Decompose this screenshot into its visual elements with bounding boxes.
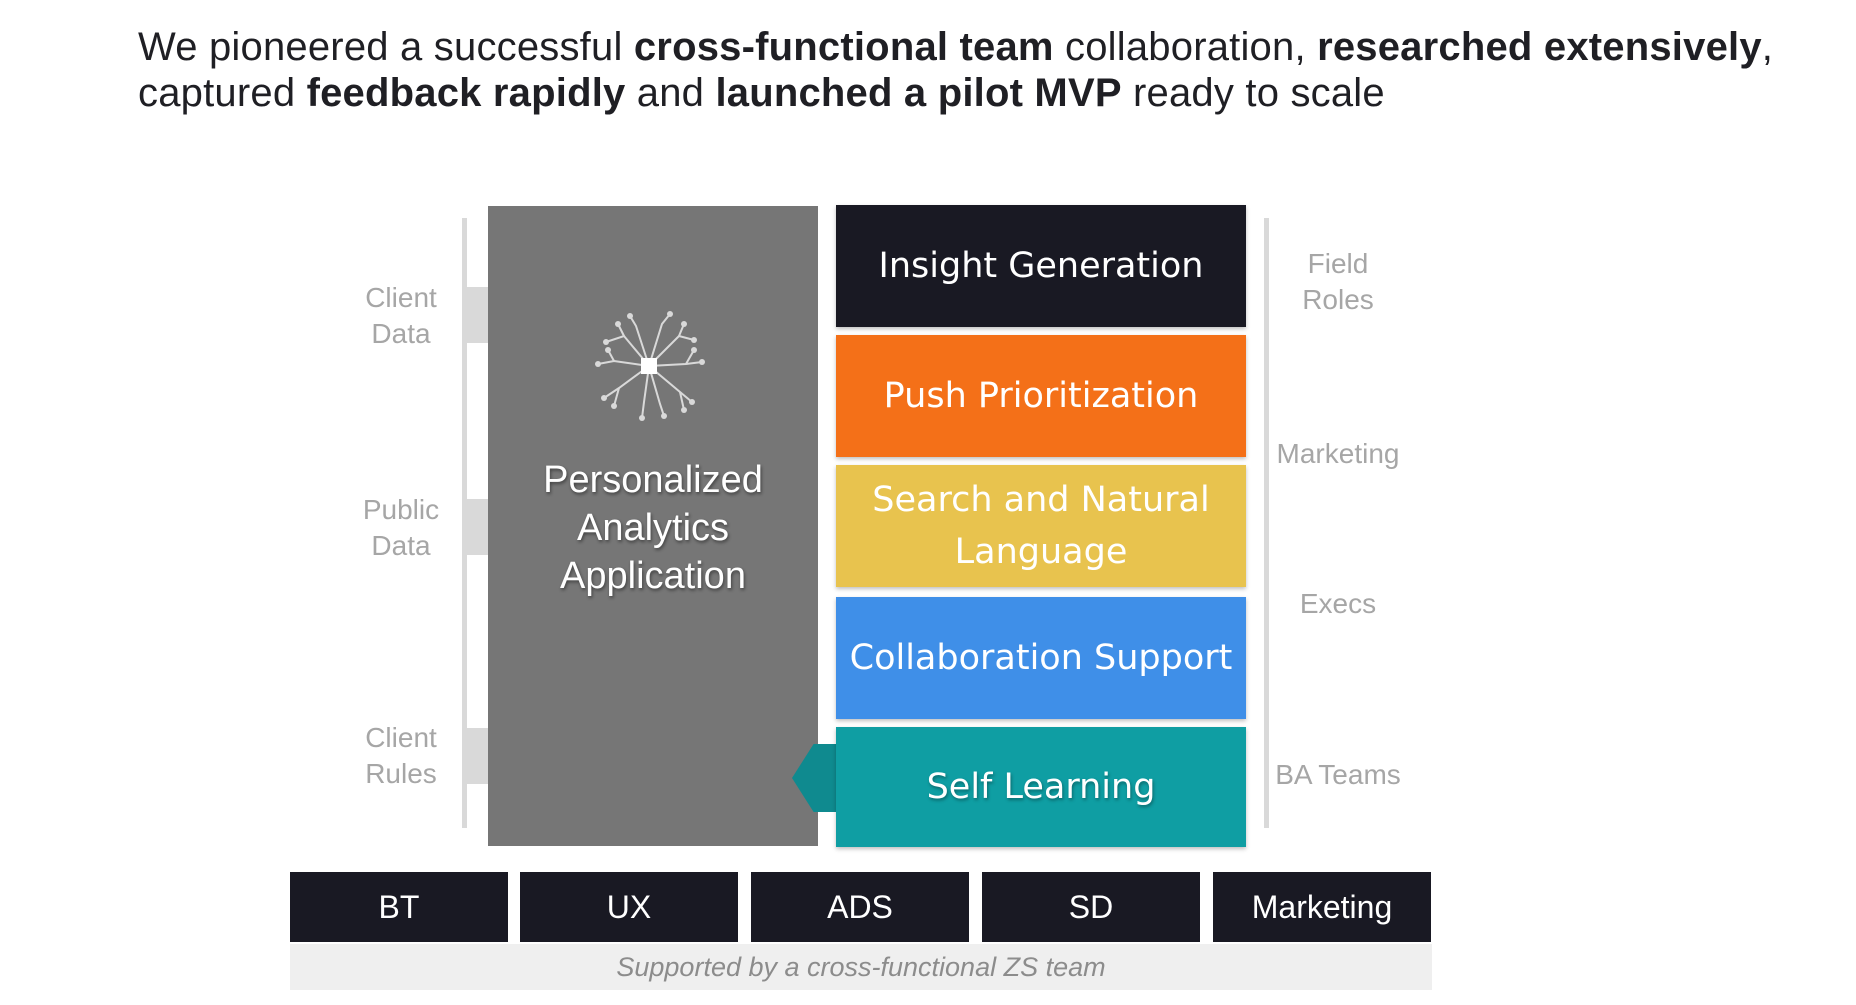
personalized-analytics-application-box: Personalized Analytics Application — [488, 206, 818, 846]
input-label-public-data: Public Data — [362, 494, 440, 561]
headline-text-5: ready to scale — [1121, 71, 1385, 115]
team-ads: ADS — [751, 872, 969, 942]
support-caption: Supported by a cross-functional ZS team — [290, 944, 1432, 990]
team-bt: BT — [290, 872, 508, 942]
headline-bold-3: feedback rapidly — [306, 71, 626, 115]
team-ux: UX — [520, 872, 738, 942]
input-label-client-rules: Client Rules — [365, 722, 437, 789]
capability-self-learning: Self Learning — [836, 727, 1246, 847]
headline-bold-1: cross-functional team — [633, 25, 1054, 69]
headline-text-3: , captured — [138, 25, 1774, 115]
headline-bold-2: researched extensively — [1317, 25, 1762, 69]
headline-text-2: collaboration, — [1053, 25, 1318, 69]
audience-ba-teams: BA Teams — [1275, 759, 1401, 790]
input-label-client-data: Client Data — [365, 282, 437, 349]
capability-collaboration-support: Collaboration Support — [836, 597, 1246, 719]
headline-text-1: We pioneered a successful — [138, 25, 634, 69]
audience-divider-line — [1264, 218, 1269, 828]
headline-text-4: and — [625, 71, 716, 115]
audience-marketing: Marketing — [1276, 438, 1400, 469]
audience-field-roles: Field Roles — [1302, 248, 1374, 315]
team-marketing: Marketing — [1213, 872, 1431, 942]
application-title: Personalized Analytics Application — [543, 459, 763, 597]
headline-bold-4: launched a pilot MVP — [715, 71, 1122, 115]
headline: We pioneered a successful cross-function… — [138, 24, 1778, 116]
brain-circuit-icon — [595, 311, 705, 421]
capability-push-prioritization: Push Prioritization — [836, 335, 1246, 457]
team-sd: SD — [982, 872, 1200, 942]
capability-insight-generation: Insight Generation — [836, 205, 1246, 327]
audience-execs: Execs — [1299, 588, 1377, 619]
